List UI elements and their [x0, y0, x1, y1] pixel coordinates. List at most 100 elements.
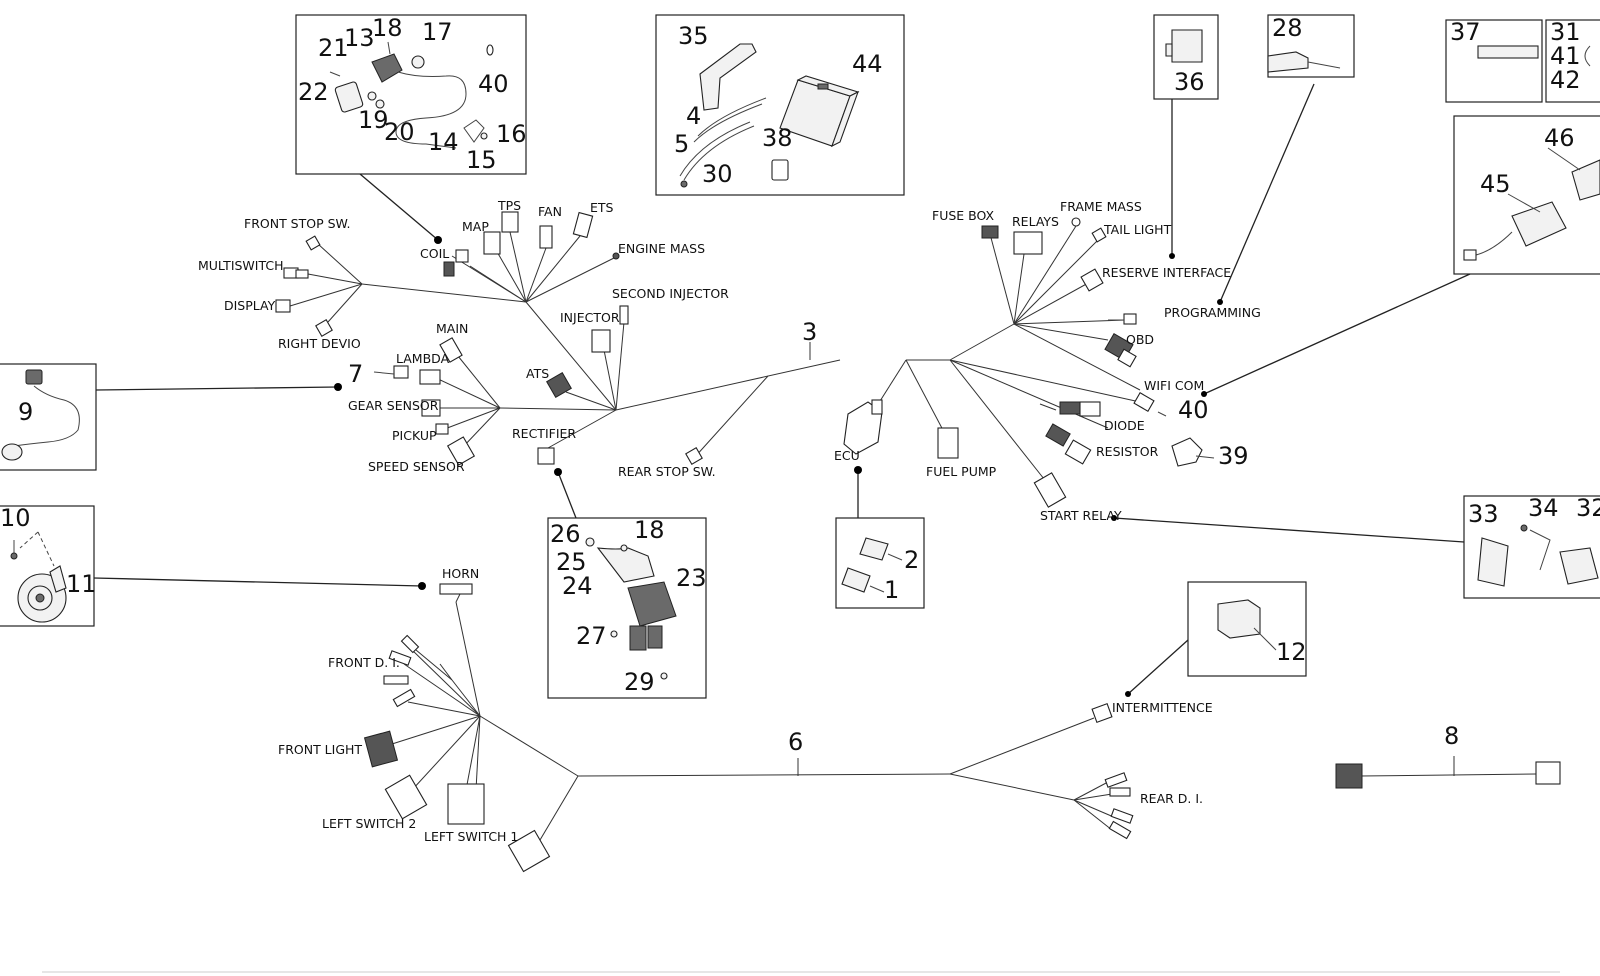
callout-35: 35 [678, 22, 709, 50]
callout-38: 38 [762, 124, 793, 152]
label-diode: DIODE [1104, 418, 1145, 433]
detail-box-28: 28 [1267, 14, 1355, 78]
harness-3-left-labels: FRONT STOP SW. MULTISWITCH DISPLAY RIGHT… [198, 198, 817, 479]
callout-32: 32 [1576, 494, 1600, 522]
detail-box-37: 37 [1445, 18, 1543, 103]
callout-27: 27 [576, 622, 607, 650]
detail-box-coil-assembly: 21 13 18 17 40 22 19 20 14 16 15 [295, 14, 527, 175]
callout-44: 44 [852, 50, 883, 78]
label-left-switch-1: LEFT SWITCH 1 [424, 829, 518, 844]
harness-6 [391, 589, 1117, 841]
callout-14: 14 [428, 128, 459, 156]
ignition-coil-icon [329, 41, 494, 149]
callout-2: 2 [904, 546, 919, 574]
label-right-devio: RIGHT DEVIO [278, 336, 361, 351]
label-ets: ETS [590, 200, 614, 215]
label-gear-sensor: GEAR SENSOR [348, 398, 439, 413]
label-ats: ATS [526, 366, 549, 381]
harness-3-right-labels: FUSE BOX RELAYS FRAME MASS TAIL LIGHT RE… [834, 199, 1261, 523]
detail-box-9: 9 [0, 363, 97, 471]
detail-box-regulator: 26 18 25 24 23 27 29 [547, 516, 707, 699]
callout-19: 19 [358, 106, 389, 134]
label-pickup: PICKUP [392, 428, 437, 443]
callout-18: 18 [372, 14, 403, 42]
label-main: MAIN [436, 321, 468, 336]
callout-24: 24 [562, 572, 593, 600]
label-lambda: LAMBDA [396, 351, 450, 366]
callout-4: 4 [686, 102, 701, 130]
label-tps: TPS [497, 198, 521, 213]
connector-icon [843, 217, 1215, 508]
callout-22: 22 [298, 78, 329, 106]
relay-icon [1217, 599, 1261, 639]
callout-28: 28 [1272, 14, 1303, 42]
label-frame-mass: FRAME MASS [1060, 199, 1142, 214]
leader-lines [93, 83, 1471, 697]
detail-box-10-11: 10 11 [0, 504, 97, 627]
callout-23: 23 [676, 564, 707, 592]
detail-box-36: 36 [1153, 14, 1219, 100]
detail-box-45-46: 46 45 [1453, 115, 1600, 275]
callout-41: 41 [1550, 42, 1581, 70]
callout-18: 18 [634, 516, 665, 544]
label-ecu: ECU [834, 448, 860, 463]
callout-15: 15 [466, 146, 497, 174]
label-speed-sensor: SPEED SENSOR [368, 459, 465, 474]
horn-icon [17, 565, 67, 623]
callout-21: 21 [318, 34, 349, 62]
callout-33: 33 [1468, 500, 1499, 528]
label-front-di: FRONT D. I. [328, 655, 400, 670]
label-engine-mass: ENGINE MASS [618, 241, 705, 256]
callout-12: 12 [1276, 638, 1307, 666]
label-front-stop-sw: FRONT STOP SW. [244, 216, 350, 231]
detail-box-32-33-34: 33 34 32 [1463, 494, 1600, 599]
detail-box-31-41-42: 31 41 42 [1545, 18, 1600, 103]
harness-3-right [867, 225, 1141, 485]
detail-box-battery: 35 44 4 5 38 30 [655, 14, 905, 196]
label-rear-di: REAR D. I. [1140, 791, 1203, 806]
detail-box-1-2: 2 1 [835, 517, 925, 609]
label-programming: PROGRAMMING [1164, 305, 1261, 320]
callout-26: 26 [550, 520, 581, 548]
label-rear-stop-sw: REAR STOP SW. [618, 464, 716, 479]
callout-11: 11 [66, 570, 97, 598]
label-map: MAP [462, 219, 489, 234]
callout-45: 45 [1480, 170, 1511, 198]
callout-42: 42 [1550, 66, 1581, 94]
callout-40: 40 [1178, 396, 1209, 424]
callout-25: 25 [556, 548, 587, 576]
detail-box-12: 12 [1187, 581, 1307, 677]
callout-34: 34 [1528, 494, 1559, 522]
label-display: DISPLAY [224, 298, 276, 313]
callout-7: 7 [348, 360, 363, 388]
label-multiswitch: MULTISWITCH [198, 258, 284, 273]
callout-36: 36 [1174, 68, 1205, 96]
label-relays: RELAYS [1012, 214, 1059, 229]
label-obd: OBD [1126, 332, 1154, 347]
label-fan: FAN [538, 204, 562, 219]
battery-icon [779, 75, 860, 148]
label-horn: HORN [442, 566, 479, 581]
relay-icon [1165, 29, 1203, 63]
sensor-icon [1, 369, 80, 461]
callout-13: 13 [344, 24, 375, 52]
label-second-injector: SECOND INJECTOR [612, 286, 729, 301]
connector-icon [363, 583, 1134, 873]
callout-16: 16 [496, 120, 527, 148]
callout-10: 10 [0, 504, 31, 532]
callout-30: 30 [702, 160, 733, 188]
callout-29: 29 [624, 668, 655, 696]
callout-1: 1 [884, 576, 899, 604]
callout-20: 20 [384, 118, 415, 146]
label-fuel-pump: FUEL PUMP [926, 464, 997, 479]
callout-31: 31 [1550, 18, 1581, 46]
connector-icon [275, 211, 703, 466]
label-intermittence: INTERMITTENCE [1112, 700, 1213, 715]
label-rectifier: RECTIFIER [512, 426, 576, 441]
label-coil: COIL [420, 246, 449, 261]
label-left-switch-2: LEFT SWITCH 2 [322, 816, 416, 831]
callout-40: 40 [478, 70, 509, 98]
callout-8: 8 [1444, 722, 1459, 750]
label-tail-light: TAIL LIGHT [1103, 222, 1172, 237]
callout-3: 3 [802, 318, 817, 346]
